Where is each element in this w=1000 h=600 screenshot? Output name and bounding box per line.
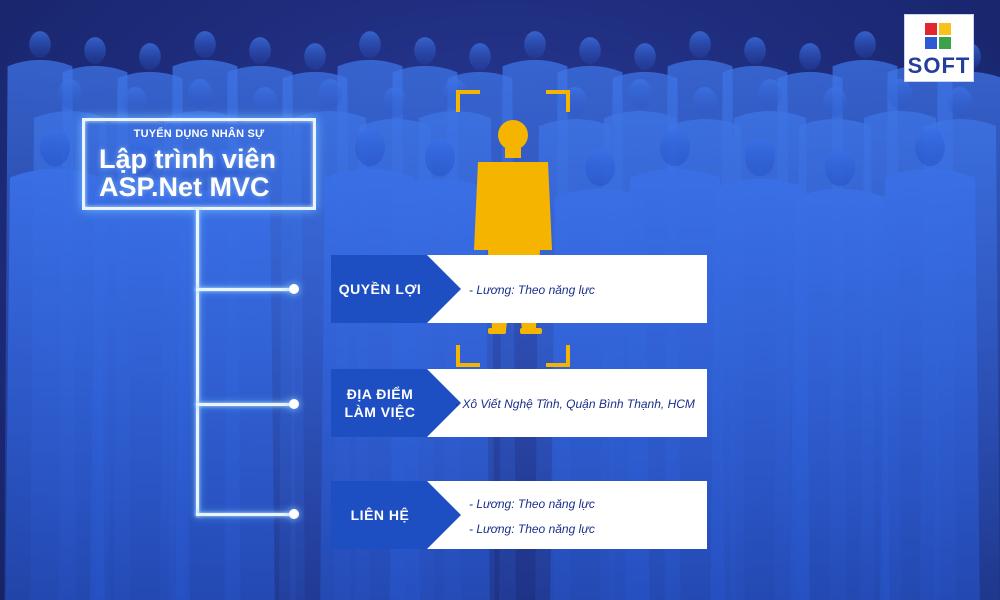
connector-branch-3 xyxy=(196,513,294,516)
title-line-2: ASP.Net MVC xyxy=(99,172,270,202)
connector-branch-1 xyxy=(196,288,294,291)
connector-dot-3 xyxy=(289,509,299,519)
title-subtitle: TUYỂN DỤNG NHÂN SỰ xyxy=(133,128,265,140)
location-label-line-1: ĐỊA ĐIỂM xyxy=(346,386,414,402)
connector-dot-1 xyxy=(289,284,299,294)
silhouette xyxy=(880,128,980,600)
connector-dot-2 xyxy=(289,399,299,409)
focus-brackets xyxy=(456,90,570,367)
connector-branch-2 xyxy=(196,403,294,406)
title-box: TUYỂN DỤNG NHÂN SỰ Lập trình viên ASP.Ne… xyxy=(82,118,316,210)
contact-label: LIÊN HỆ xyxy=(350,507,410,523)
page-title: Lập trình viên ASP.Net MVC xyxy=(99,145,276,201)
benefits-label: QUYỀN LỢI xyxy=(338,281,422,297)
logo-square-green xyxy=(939,37,951,49)
silhouette xyxy=(90,138,190,600)
logo-square-blue xyxy=(925,37,937,49)
location-label-line-2: LÀM VIỆC xyxy=(344,404,416,420)
benefits-row: QUYỀN LỢI - Lương: Theo năng lực xyxy=(331,255,707,323)
logo-square-red xyxy=(925,23,937,35)
contact-value-2: - Lương: Theo năng lực xyxy=(469,522,595,536)
title-line-1: Lập trình viên xyxy=(99,144,277,174)
company-logo: SOFT xyxy=(904,14,974,82)
silhouette xyxy=(5,128,105,600)
benefits-value: - Lương: Theo năng lực xyxy=(469,283,595,297)
connector-vertical xyxy=(196,209,199,516)
silhouette xyxy=(175,148,275,600)
silhouette xyxy=(710,138,810,600)
location-value: - Xô Viết Nghệ Tĩnh, Quận Bình Thạnh, HC… xyxy=(455,397,695,411)
location-row: ĐỊA ĐIỂM LÀM VIỆC - Xô Viết Nghệ Tĩnh, Q… xyxy=(331,369,707,437)
logo-square-yellow xyxy=(939,23,951,35)
silhouette xyxy=(790,148,890,600)
logo-text: SOFT xyxy=(907,53,971,78)
contact-row: LIÊN HỆ - Lương: Theo năng lực - Lương: … xyxy=(331,481,707,549)
contact-value-1: - Lương: Theo năng lực xyxy=(469,497,595,511)
